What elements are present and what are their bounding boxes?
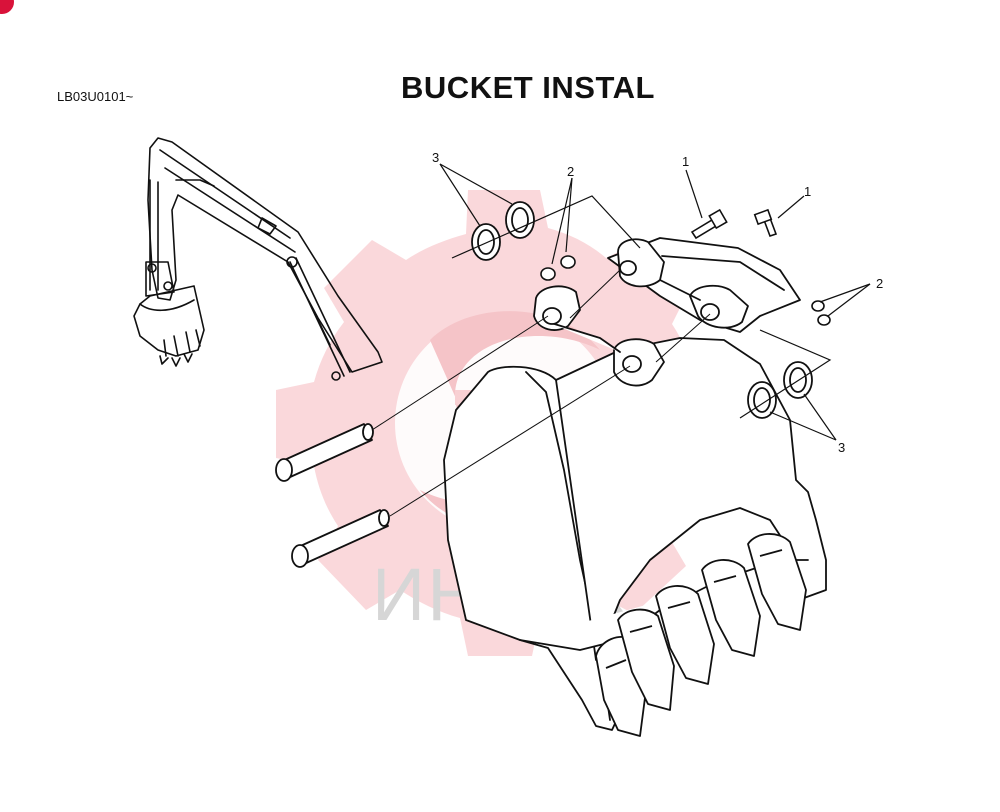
nuts: [540, 255, 831, 326]
callout-1-right: 1: [804, 184, 811, 199]
leader-lines: [439, 163, 871, 441]
bolts: [690, 208, 778, 240]
callout-3-bottom: 3: [838, 440, 845, 455]
excavator-boom-thumbnail: [133, 137, 383, 381]
callout-2-top: 2: [567, 164, 574, 179]
page-title: BUCKET INSTAL: [401, 70, 655, 105]
bucket-teeth: [595, 533, 807, 737]
callout-1-left: 1: [682, 154, 689, 169]
callout-2-right: 2: [876, 276, 883, 291]
model-code: LB03U0101~: [57, 89, 134, 104]
callout-3-top: 3: [432, 150, 439, 165]
pin-axis-lines: [371, 269, 711, 517]
bucket-pins: [275, 423, 390, 568]
